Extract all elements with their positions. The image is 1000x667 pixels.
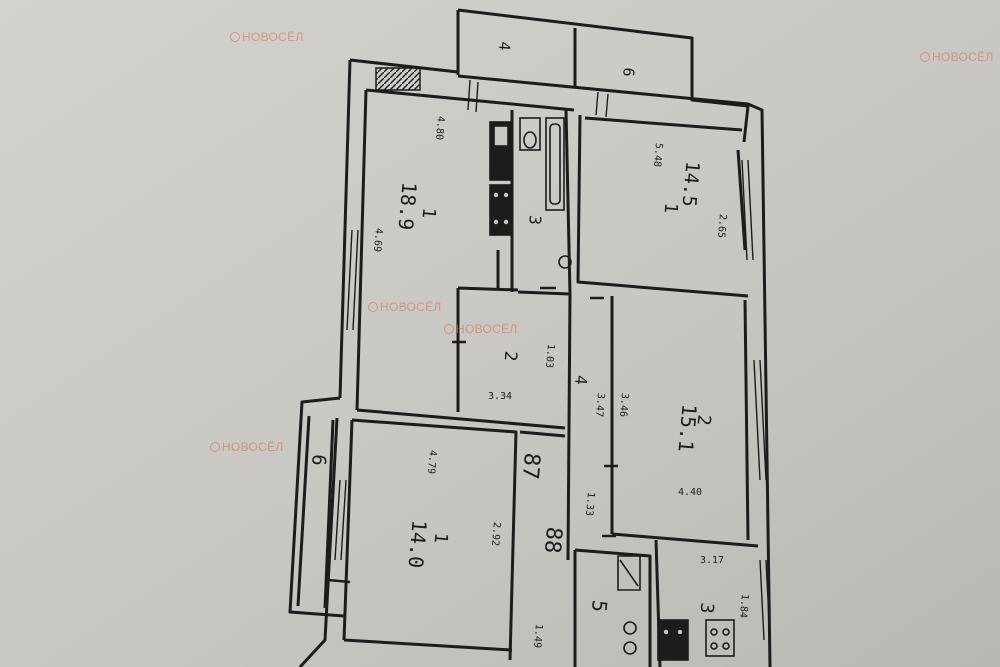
watermark-top-right: НОВОСЁЛ (920, 50, 994, 64)
logo-icon (210, 442, 220, 452)
watermark-center: НОВОСЁЛ (368, 300, 442, 314)
dimension-label: 4.79 (425, 449, 438, 474)
dimension-label: 2.92 (489, 521, 502, 546)
logo-icon (444, 324, 454, 334)
dimension-label: 3.34 (488, 391, 512, 402)
fixtures (489, 117, 735, 661)
apartment-number: 87 (517, 452, 544, 481)
door-ticks (327, 286, 618, 584)
watermark-text: НОВОСЁЛ (222, 440, 284, 454)
room-area: 15.1 (673, 403, 701, 453)
room-number: 2 (500, 350, 521, 362)
room-area: 14.5 (678, 160, 704, 208)
windows (334, 79, 771, 641)
stair-hatch (375, 67, 421, 91)
watermark-text: НОВОСЁЛ (242, 30, 304, 44)
dimension-label: 1.33 (583, 491, 596, 516)
room-area: 18.9 (393, 181, 421, 231)
dimension-label: 1.84 (737, 593, 750, 618)
watermark-left: НОВОСЁЛ (210, 440, 284, 454)
balcony-label: 4 (495, 41, 514, 52)
room-area: 14.0 (403, 519, 431, 569)
dimension-label: 1.49 (531, 623, 544, 648)
room-number: 3 (696, 602, 718, 615)
dimension-label: 3.17 (700, 555, 724, 566)
watermark-text: НОВОСЁЛ (456, 322, 518, 336)
balcony-label: 6 (307, 453, 330, 466)
dimension-label: 4.40 (678, 487, 702, 498)
dimension-label: 4.80 (433, 115, 446, 140)
room-number: 1 (418, 207, 440, 220)
dimension-label: 2.65 (715, 213, 728, 238)
room-number: 5 (587, 599, 612, 613)
room-number: 1 (430, 532, 452, 545)
balcony-label: 6 (619, 67, 638, 78)
dimension-label: 3.46 (617, 392, 630, 417)
logo-icon (368, 302, 378, 312)
watermark-text: НОВОСЁЛ (932, 50, 994, 64)
room-number: 3 (525, 214, 545, 225)
apartment-number: 88 (539, 526, 566, 555)
dimension-label: 5.48 (651, 142, 664, 167)
dimension-label: 1.03 (543, 343, 556, 368)
walls (288, 8, 772, 667)
room-number: 2 (693, 414, 715, 427)
logo-icon (230, 32, 240, 42)
watermark-top-left: НОВОСЁЛ (230, 30, 304, 44)
room-number: 4 (571, 374, 591, 385)
watermark-text: НОВОСЁЛ (380, 300, 442, 314)
logo-icon (920, 52, 930, 62)
dimension-label: 3.47 (593, 392, 606, 417)
dimension-label: 4.69 (371, 227, 384, 252)
room-number: 1 (660, 202, 682, 215)
watermark-center-2: НОВОСЁЛ (444, 322, 518, 336)
